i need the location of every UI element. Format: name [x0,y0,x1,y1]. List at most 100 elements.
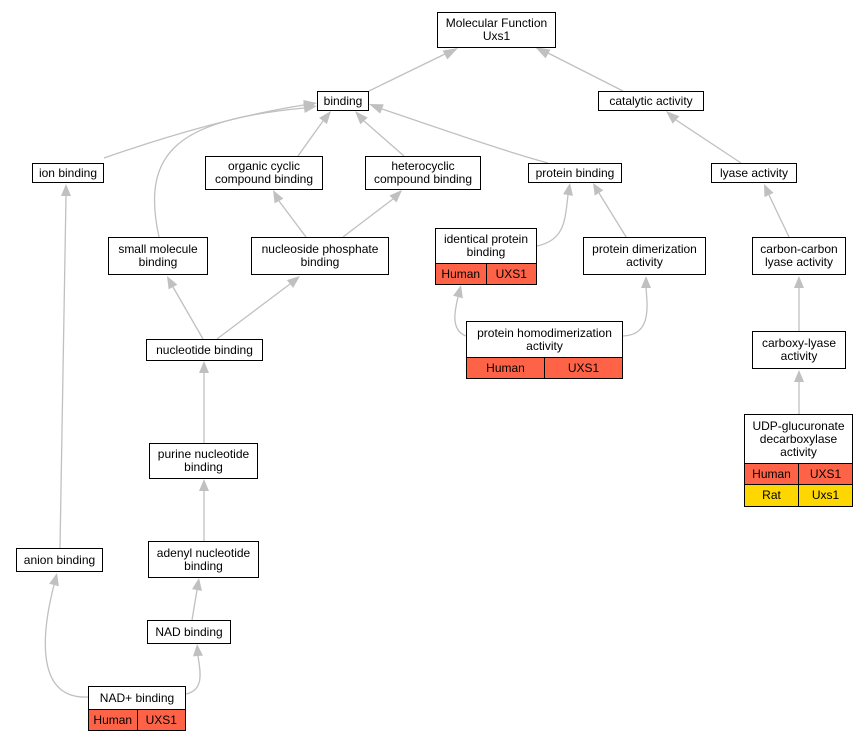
arrowhead-icon [199,361,209,373]
edge-lyase-activity-to-catalytic-activity [675,119,742,164]
term-node-nad-binding[interactable]: NAD binding [147,620,231,644]
term-label: UDP-glucuronate decarboxylase activity [752,418,845,459]
edge-binding-to-molecular-function [368,53,446,92]
arrowhead-icon [563,183,573,196]
edge-protein-homodimerization-to-protein-dimerization [622,287,648,337]
term-node-purine-nucleotide[interactable]: purine nucleotide binding [149,443,258,479]
arrowhead-icon [199,479,209,491]
edge-nad-plus-binding-to-anion-binding [44,584,89,698]
term-node-anion-binding[interactable]: anion binding [16,548,103,572]
edge-catalytic-activity-to-molecular-function [547,52,624,92]
term-node-small-molecule[interactable]: small molecule binding [108,237,208,275]
edge-nucleoside-phosphate-to-heterocyclic [342,198,394,238]
edge-heterocyclic-to-binding [363,120,405,157]
arrowhead-icon [794,370,804,382]
annotation-species: Human [752,466,791,481]
term-label: ion binding [38,165,98,180]
annotation-gene: UXS1 [136,710,186,730]
arrowhead-icon [389,190,402,203]
annotation-gene: UXS1 [544,358,622,378]
arrowhead-icon [193,644,203,657]
term-label: lyase activity [719,165,789,180]
term-node-nucleoside-phosphate[interactable]: nucleoside phosphate binding [251,237,389,275]
term-label: NAD+ binding [99,690,175,705]
arrowhead-icon [273,190,284,204]
arrowhead-icon [49,573,59,587]
arrowhead-icon [764,184,774,198]
term-node-catalytic-activity[interactable]: catalytic activity [598,91,704,111]
edge-nad-binding-to-adenyl-nucleotide [191,589,198,621]
term-node-carbon-carbon-lyase[interactable]: carbon-carbon lyase activity [752,237,846,275]
term-label: small molecule binding [118,242,198,269]
term-label: protein homodimerization activity [477,325,612,353]
term-node-nucleotide-binding[interactable]: nucleotide binding [146,339,263,361]
term-label: purine nucleotide binding [157,447,250,474]
term-node-organic-cyclic[interactable]: organic cyclic compound binding [205,156,323,190]
arrowhead-icon [61,184,71,196]
term-node-heterocyclic[interactable]: heterocyclic compound binding [365,156,481,190]
term-label: nucleotide binding [156,342,253,357]
edge-identical-protein-to-protein-binding [536,194,569,247]
arrowhead-icon [453,285,463,299]
annotation-gene: UXS1 [798,464,852,484]
arrowhead-icon [167,276,178,290]
term-label: binding [323,93,363,108]
arrowhead-icon [593,183,604,196]
annotation-species: Rat [762,488,781,502]
arrowhead-icon [303,103,317,113]
arrowhead-icon [641,276,651,288]
arrowhead-icon [355,111,368,125]
arrowhead-icon [794,276,804,288]
term-node-ion-binding[interactable]: ion binding [32,163,104,183]
term-label: adenyl nucleotide binding [156,545,251,573]
edge-protein-dimerization-to-protein-binding [598,192,629,241]
edge-nad-plus-binding-to-nad-binding [185,655,201,695]
term-label: protein dimerization activity [592,242,697,269]
annotation-species: Human [93,712,133,727]
annotation-gene: Uxs1 [798,485,852,506]
term-label: Molecular Function Uxs1 [445,16,548,43]
term-label: carboxy-lyase activity [761,336,837,363]
term-node-protein-dimerization[interactable]: protein dimerization activity [583,237,706,275]
term-node-lyase-activity[interactable]: lyase activity [711,163,797,183]
term-label: anion binding [23,552,96,567]
annotation-row: Rat Uxs1 [745,484,852,506]
term-label: identical protein binding [443,232,529,259]
arrowhead-icon [442,48,458,60]
term-node-carboxy-lyase[interactable]: carboxy-lyase activity [752,331,846,369]
term-node-molecular-function[interactable]: Molecular Function Uxs1 [437,12,556,48]
term-label: nucleoside phosphate binding [261,242,379,269]
term-label: heterocyclic compound binding [373,159,473,186]
edge-anion-binding-to-ion-binding [59,195,67,549]
term-node-adenyl-nucleotide[interactable]: adenyl nucleotide binding [148,541,259,578]
edge-ion-binding-to-binding [103,104,305,159]
arrowhead-icon [192,578,202,591]
term-node-protein-binding[interactable]: protein binding [528,163,622,183]
annotation-gene: UXS1 [485,264,537,284]
edge-small-molecule-to-binding [153,107,305,238]
edge-carbon-carbon-lyase-to-lyase-activity [768,194,790,238]
term-node-binding[interactable]: binding [317,91,369,111]
term-label: organic cyclic compound binding [214,159,314,186]
edge-nucleotide-binding-to-small-molecule [172,286,204,340]
arrowhead-icon [319,111,331,125]
arrowhead-icon [666,111,680,124]
arrowhead-icon [535,47,551,59]
edge-nucleotide-binding-to-nucleoside-phosphate [216,283,291,340]
edge-organic-cyclic-to-binding [297,120,324,157]
arrowhead-icon [369,104,384,114]
term-label: catalytic activity [609,93,693,108]
edge-protein-homodimerization-to-identical-protein [454,296,467,337]
term-label: protein binding [535,165,615,180]
edge-protein-binding-to-binding [381,108,549,164]
edge-nucleoside-phosphate-to-organic-cyclic [278,200,307,238]
annotation-row: Human UXS1 [745,463,852,484]
annotation-species: Human [441,266,481,281]
